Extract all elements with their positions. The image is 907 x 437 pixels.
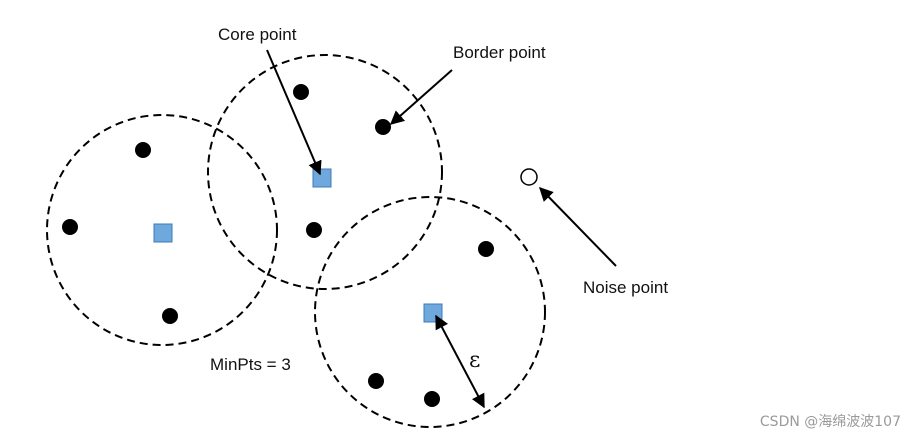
epsilon-radius-arrow bbox=[435, 314, 485, 409]
core-point-bottom bbox=[423, 303, 443, 323]
epsilon-label: ε bbox=[469, 348, 480, 373]
data-point bbox=[478, 241, 494, 257]
core-point-arrow bbox=[266, 49, 322, 176]
neighborhood-circle-left bbox=[46, 114, 278, 346]
data-point bbox=[424, 391, 440, 407]
neighborhood-circle-top bbox=[207, 54, 443, 290]
data-point bbox=[306, 222, 322, 238]
border-point-label: Border point bbox=[453, 43, 546, 62]
core-point-top bbox=[312, 168, 332, 188]
border-point bbox=[375, 119, 391, 135]
core-point-left bbox=[153, 223, 173, 243]
data-point bbox=[368, 373, 384, 389]
watermark: CSDN @海绵波波107 bbox=[759, 414, 901, 430]
neighborhood-circle-bottom bbox=[314, 196, 546, 428]
border-point-arrow bbox=[389, 69, 453, 125]
data-point bbox=[62, 219, 78, 235]
noise-point bbox=[520, 168, 538, 186]
noise-point-label: Noise point bbox=[583, 278, 668, 297]
data-point bbox=[135, 142, 151, 158]
min-pts-label: MinPts = 3 bbox=[210, 355, 291, 374]
data-point bbox=[162, 308, 178, 324]
data-point bbox=[293, 84, 309, 100]
core-point-label: Core point bbox=[218, 25, 297, 44]
noise-point-arrow bbox=[539, 186, 617, 267]
